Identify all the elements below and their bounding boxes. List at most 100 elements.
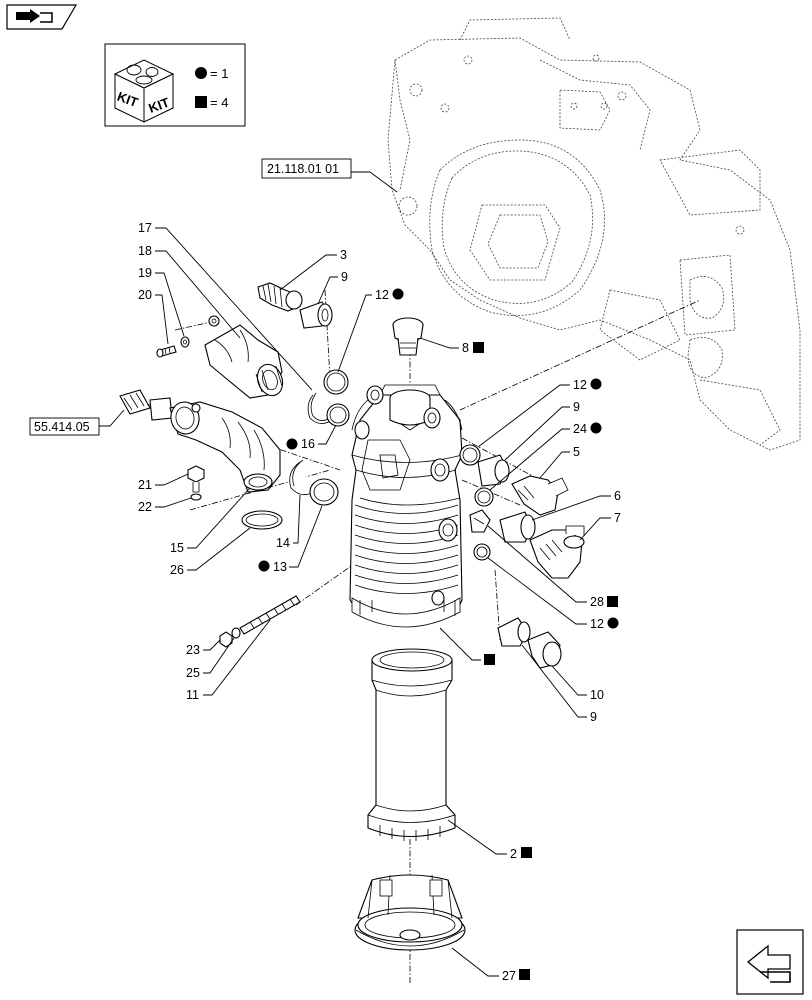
square-marker-icon: [484, 654, 495, 665]
next-page-arrow-icon[interactable]: [736, 929, 804, 995]
elbow-fitting-lower: [169, 401, 281, 493]
svg-text:27: 27: [502, 969, 516, 983]
svg-text:25: 25: [186, 666, 200, 680]
callout-12-upper[interactable]: 12: [337, 288, 404, 373]
square-marker-icon: [473, 342, 484, 353]
svg-text:12: 12: [375, 288, 389, 302]
frame-ref-label: 21.118.01 01: [267, 162, 339, 176]
sleeve-6: [499, 511, 536, 543]
callout-26[interactable]: 26: [170, 527, 251, 577]
callout-20[interactable]: 20: [138, 288, 169, 345]
frame-reference[interactable]: 21.118.01 01: [261, 158, 398, 193]
callout-28[interactable]: 28: [487, 525, 618, 609]
o-ring-13: [309, 478, 339, 506]
callout-17[interactable]: 17: [138, 221, 313, 391]
svg-text:24: 24: [573, 422, 587, 436]
callout-9-right[interactable]: 9: [504, 400, 580, 461]
circle-marker-icon: [392, 288, 404, 300]
callout-19[interactable]: 19: [138, 266, 185, 337]
callout-9-upper[interactable]: 9: [317, 270, 348, 305]
callout-7[interactable]: 7: [579, 511, 621, 541]
callout-5[interactable]: 5: [539, 445, 580, 479]
circle-marker-icon: [286, 438, 298, 450]
o-ring-24: [474, 487, 494, 507]
svg-text:17: 17: [138, 221, 152, 235]
bolt-20: [156, 345, 177, 358]
callout-10[interactable]: 10: [551, 665, 604, 702]
callouts: 17 18 19 20 3 9 12: [138, 221, 621, 983]
kit-legend: KIT KIT = 1 = 4: [104, 43, 246, 127]
elbow-fitting-upper: [204, 315, 284, 399]
callout-21[interactable]: 21: [138, 473, 189, 492]
snap-ring-14: [289, 459, 313, 496]
callout-12-lower[interactable]: 12: [487, 557, 619, 631]
svg-text:28: 28: [590, 595, 604, 609]
svg-text:12: 12: [573, 378, 587, 392]
callout-8[interactable]: 8: [419, 337, 484, 355]
circle-marker-icon: [258, 560, 270, 572]
washer-25: [231, 627, 241, 639]
stud-11: [239, 595, 301, 635]
callout-2[interactable]: 2: [447, 819, 532, 861]
washer-19: [180, 336, 190, 348]
sleeve-9-right: [477, 454, 510, 487]
callout-27[interactable]: 27: [451, 947, 530, 983]
bolt-21: [187, 465, 205, 493]
svg-text:5: 5: [573, 445, 580, 459]
callout-11[interactable]: 11: [186, 619, 271, 702]
callout-14[interactable]: 14: [276, 494, 301, 550]
housing-ports: [354, 385, 458, 606]
square-marker-icon: [519, 969, 530, 980]
snap-ring-17: [307, 392, 333, 424]
svg-text:16: 16: [301, 437, 315, 451]
kit-label-b: KIT: [147, 95, 172, 116]
callout-15[interactable]: 15: [170, 487, 251, 555]
callout-1[interactable]: [439, 627, 495, 665]
circle-marker-icon: [195, 67, 207, 79]
svg-text:12: 12: [590, 617, 604, 631]
callout-23[interactable]: 23: [186, 639, 221, 657]
sensor-fitting-3: [257, 282, 303, 312]
svg-text:9: 9: [590, 710, 597, 724]
callout-16[interactable]: 16: [286, 424, 337, 451]
sleeve-9-upper: [299, 301, 333, 329]
square-marker-icon: [607, 596, 618, 607]
square-marker-icon: [521, 847, 532, 858]
sensor-reference[interactable]: 55.414.05: [29, 409, 125, 436]
svg-text:2: 2: [510, 847, 517, 861]
svg-text:21: 21: [138, 478, 152, 492]
svg-text:9: 9: [341, 270, 348, 284]
svg-text:19: 19: [138, 266, 152, 280]
svg-text:8: 8: [462, 341, 469, 355]
filter-head-housing: [349, 384, 463, 628]
clip-28: [469, 509, 491, 533]
elbow-7: [529, 525, 585, 579]
sensor-probe: [119, 389, 173, 421]
kit-box-icon: KIT KIT: [113, 59, 175, 123]
circle-marker-icon: [590, 378, 602, 390]
callout-13[interactable]: 13: [258, 505, 323, 574]
callout-18[interactable]: 18: [138, 244, 241, 339]
callout-9-lower[interactable]: 9: [521, 644, 597, 724]
callout-24[interactable]: 24: [489, 422, 602, 491]
callout-3[interactable]: 3: [279, 248, 347, 291]
plug-10: [527, 631, 562, 669]
sleeve-9-lower: [497, 617, 531, 647]
callout-25[interactable]: 25: [186, 637, 235, 680]
o-ring-12-right: [459, 444, 481, 466]
svg-text:15: 15: [170, 541, 184, 555]
svg-text:26: 26: [170, 563, 184, 577]
o-ring-12-lower: [473, 543, 491, 561]
callout-22[interactable]: 22: [138, 497, 192, 514]
circle-marker-icon: [607, 617, 619, 629]
legend-square-entry: = 4: [210, 95, 228, 110]
svg-text:7: 7: [614, 511, 621, 525]
svg-text:22: 22: [138, 500, 152, 514]
book-arrow-icon[interactable]: [6, 4, 78, 30]
callout-6[interactable]: 6: [531, 489, 621, 521]
svg-text:11: 11: [186, 688, 199, 702]
kit-label-a: KIT: [115, 89, 140, 110]
callout-12-right[interactable]: 12: [477, 378, 602, 448]
filter-cartridge: [367, 648, 456, 841]
